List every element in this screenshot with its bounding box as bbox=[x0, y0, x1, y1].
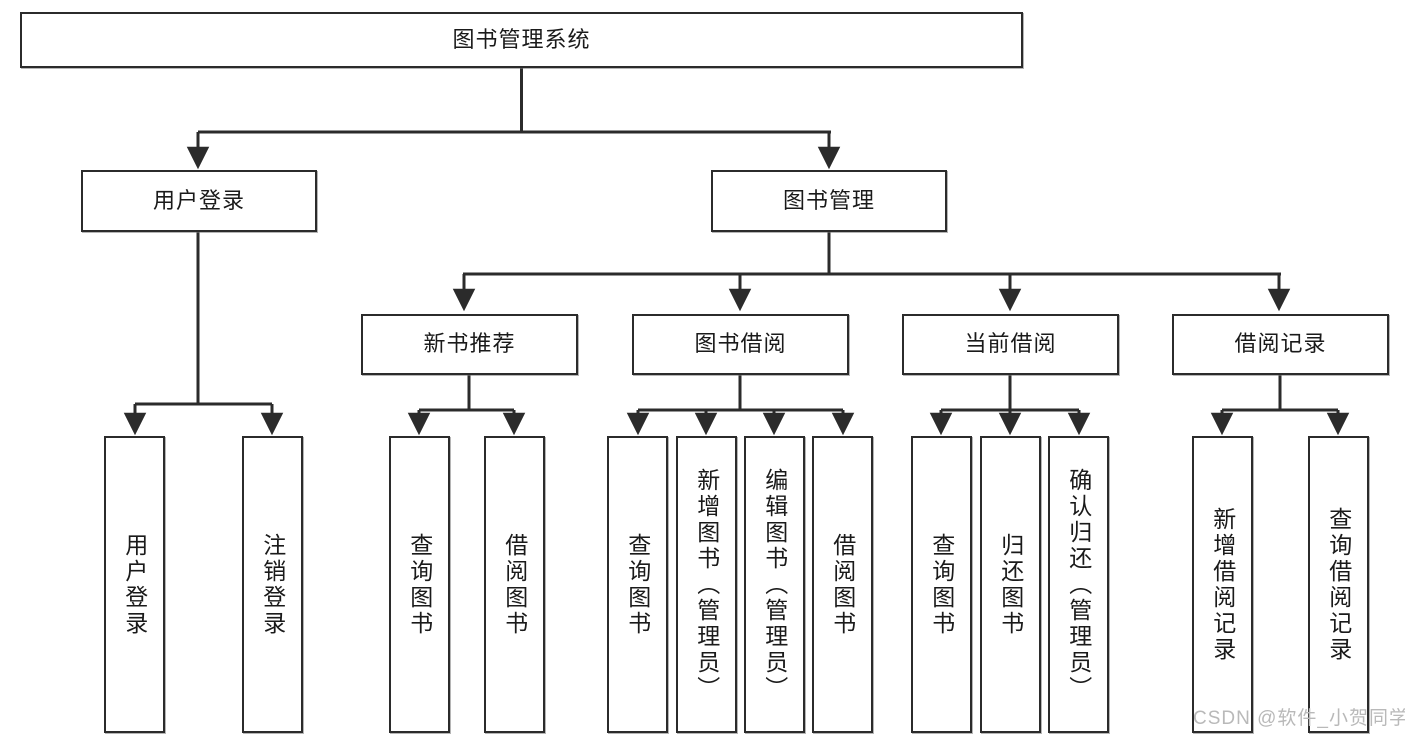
node-root[interactable]: 图书管理系统 bbox=[20, 12, 1023, 68]
leaf-user-login-label: 用户登录 bbox=[121, 532, 148, 637]
leaf-current-query-book[interactable]: 查询图书 bbox=[911, 436, 972, 733]
leaf-confirm-return-admin-label: 确认归还（管理员） bbox=[1065, 467, 1092, 702]
leaf-add-borrow-record-label: 新增借阅记录 bbox=[1209, 506, 1236, 663]
node-new-book-recommend-label: 新书推荐 bbox=[423, 331, 516, 357]
leaf-add-book-admin-label: 新增图书（管理员） bbox=[693, 467, 720, 702]
node-book-management[interactable]: 图书管理 bbox=[711, 170, 947, 232]
node-user-login-label: 用户登录 bbox=[152, 187, 245, 213]
leaf-add-borrow-record[interactable]: 新增借阅记录 bbox=[1192, 436, 1253, 733]
leaf-return-book-label: 归还图书 bbox=[997, 532, 1024, 637]
node-book-borrow[interactable]: 图书借阅 bbox=[632, 314, 849, 375]
node-user-login[interactable]: 用户登录 bbox=[81, 170, 317, 232]
leaf-recommend-query-book[interactable]: 查询图书 bbox=[389, 436, 450, 733]
leaf-recommend-query-book-label: 查询图书 bbox=[406, 532, 433, 637]
leaf-logout[interactable]: 注销登录 bbox=[242, 436, 303, 733]
watermark: CSDN @软件_小贺同学 bbox=[1193, 708, 1405, 729]
node-new-book-recommend[interactable]: 新书推荐 bbox=[361, 314, 578, 375]
node-current-borrow-label: 当前借阅 bbox=[964, 331, 1057, 357]
leaf-add-book-admin[interactable]: 新增图书（管理员） bbox=[676, 436, 737, 733]
leaf-edit-book-admin-label: 编辑图书（管理员） bbox=[761, 467, 788, 702]
node-book-borrow-label: 图书借阅 bbox=[694, 331, 787, 357]
node-book-management-label: 图书管理 bbox=[782, 187, 875, 213]
leaf-borrow-query-book[interactable]: 查询图书 bbox=[607, 436, 668, 733]
leaf-logout-label: 注销登录 bbox=[259, 532, 286, 637]
node-borrow-records-label: 借阅记录 bbox=[1234, 331, 1327, 357]
leaf-current-query-book-label: 查询图书 bbox=[928, 532, 955, 637]
leaf-recommend-borrow-book-label: 借阅图书 bbox=[501, 532, 528, 637]
leaf-user-login[interactable]: 用户登录 bbox=[104, 436, 165, 733]
leaf-query-borrow-record[interactable]: 查询借阅记录 bbox=[1308, 436, 1369, 733]
leaf-borrow-book[interactable]: 借阅图书 bbox=[812, 436, 873, 733]
leaf-borrow-book-label: 借阅图书 bbox=[829, 532, 856, 637]
leaf-borrow-query-book-label: 查询图书 bbox=[624, 532, 651, 637]
leaf-recommend-borrow-book[interactable]: 借阅图书 bbox=[484, 436, 545, 733]
node-borrow-records[interactable]: 借阅记录 bbox=[1172, 314, 1389, 375]
node-current-borrow[interactable]: 当前借阅 bbox=[902, 314, 1119, 375]
leaf-edit-book-admin[interactable]: 编辑图书（管理员） bbox=[744, 436, 805, 733]
leaf-confirm-return-admin[interactable]: 确认归还（管理员） bbox=[1048, 436, 1109, 733]
leaf-return-book[interactable]: 归还图书 bbox=[980, 436, 1041, 733]
node-root-label: 图书管理系统 bbox=[452, 26, 591, 52]
leaf-query-borrow-record-label: 查询借阅记录 bbox=[1325, 506, 1352, 663]
